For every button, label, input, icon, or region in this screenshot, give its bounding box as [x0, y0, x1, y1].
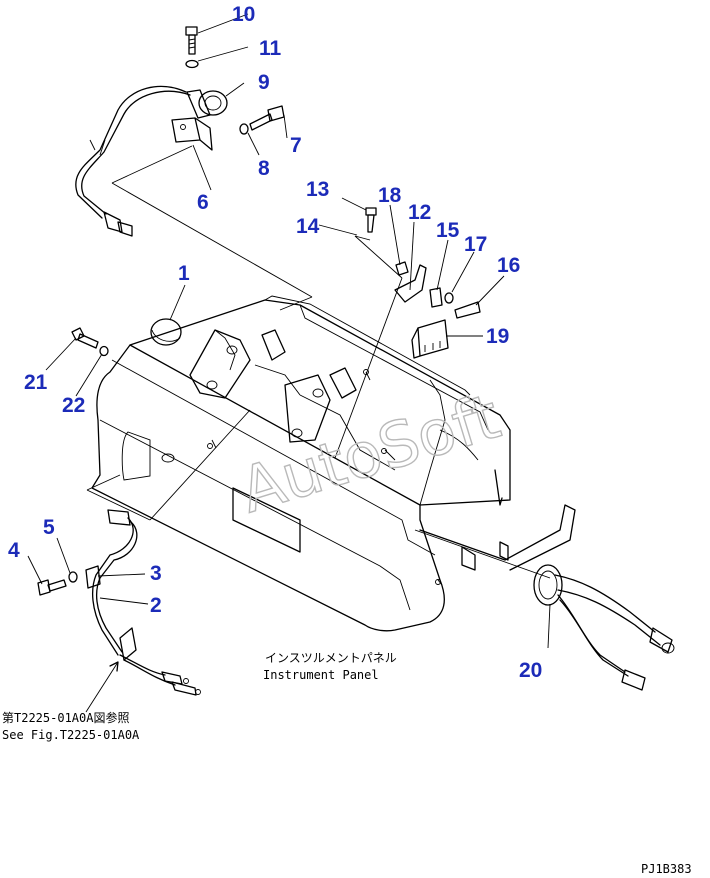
- callout-14: 14: [296, 215, 320, 238]
- callout-18: 18: [378, 184, 402, 207]
- top-brackets: [189, 329, 357, 443]
- drawing-code: PJ1B383: [641, 862, 692, 876]
- callout-1: 1: [178, 262, 190, 285]
- callout-7: 7: [290, 134, 302, 157]
- callout-numbers: 10 11 9 7 8 6 13 14 18 12 15 17 16 19 1 …: [8, 3, 542, 682]
- lower-right-harness: [533, 564, 675, 691]
- callout-4: 4: [8, 539, 20, 562]
- callout-2: 2: [150, 594, 162, 617]
- instrument-panel-body: [91, 295, 576, 632]
- callout-10: 10: [232, 3, 255, 26]
- lower-left-harness: [37, 509, 201, 696]
- callout-3: 3: [150, 562, 162, 585]
- callout-16: 16: [497, 254, 520, 277]
- watermark: AutoSoft: [232, 379, 508, 527]
- callout-21: 21: [24, 371, 48, 394]
- callout-15: 15: [436, 219, 460, 242]
- callout-17: 17: [464, 233, 487, 256]
- fasteners-left: [71, 327, 109, 357]
- panel-label-english: Instrument Panel: [263, 668, 379, 682]
- reference-label-english: See Fig.T2225-01A0A: [2, 728, 140, 742]
- callout-22: 22: [62, 394, 85, 417]
- relay-bracket-group: [354, 207, 481, 359]
- panel-label-japanese: インスツルメントパネル: [265, 651, 397, 665]
- fasteners-upper: [185, 26, 285, 135]
- leader-lines: [27, 13, 551, 713]
- part-1-cap: [150, 318, 182, 346]
- callout-11: 11: [259, 37, 282, 60]
- callout-8: 8: [258, 157, 270, 180]
- part-9-switch-assembly: [171, 89, 228, 151]
- callout-20: 20: [519, 659, 542, 682]
- callout-5: 5: [43, 516, 55, 539]
- callout-19: 19: [486, 325, 509, 348]
- upper-wire-harness: [75, 85, 191, 237]
- callout-12: 12: [408, 201, 431, 224]
- callout-6: 6: [197, 191, 209, 214]
- callout-13: 13: [306, 178, 329, 201]
- callout-9: 9: [258, 71, 270, 94]
- reference-label-japanese: 第T2225-01A0A図参照: [2, 710, 129, 725]
